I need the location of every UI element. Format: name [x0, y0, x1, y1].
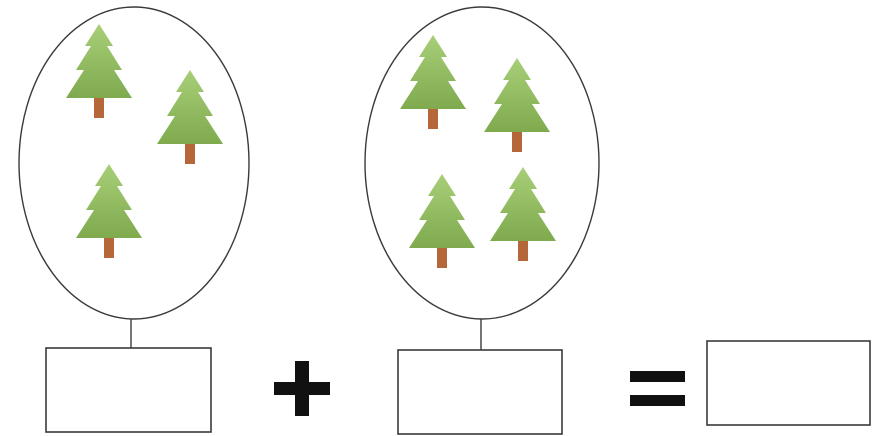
group-2: [364, 6, 600, 350]
tree-trunk: [512, 130, 522, 152]
tree-trunk: [104, 236, 114, 258]
tree-icon: [66, 24, 132, 118]
tree-trunk: [518, 239, 528, 261]
tree-icon: [76, 164, 142, 258]
group-2-oval: [364, 6, 600, 320]
answer-box-3[interactable]: [706, 340, 871, 426]
tree-trunk: [94, 96, 104, 118]
tree-foliage: [409, 174, 475, 248]
answer-box-1[interactable]: [45, 347, 212, 433]
tree-foliage: [400, 35, 466, 109]
tree-foliage: [157, 70, 223, 144]
tree-icon: [157, 70, 223, 164]
plus-sign: [274, 361, 330, 416]
tree-foliage: [490, 167, 556, 241]
equals-top-bar: [630, 371, 685, 382]
tree-icon: [409, 174, 475, 268]
group-1: [18, 6, 250, 348]
answer-box-2[interactable]: [397, 349, 563, 435]
tree-icon: [484, 58, 550, 152]
tree-foliage: [484, 58, 550, 132]
tree-trunk: [185, 142, 195, 164]
group-1-oval: [18, 6, 250, 320]
equals-sign: [630, 371, 685, 406]
equals-bottom-bar: [630, 395, 685, 406]
group-1-trees: [66, 24, 223, 258]
group-2-trees: [400, 35, 556, 268]
tree-icon: [400, 35, 466, 129]
plus-vertical-bar: [295, 361, 309, 416]
tree-trunk: [428, 107, 438, 129]
tree-foliage: [66, 24, 132, 98]
tree-trunk: [437, 246, 447, 268]
tree-icon: [490, 167, 556, 261]
tree-foliage: [76, 164, 142, 238]
